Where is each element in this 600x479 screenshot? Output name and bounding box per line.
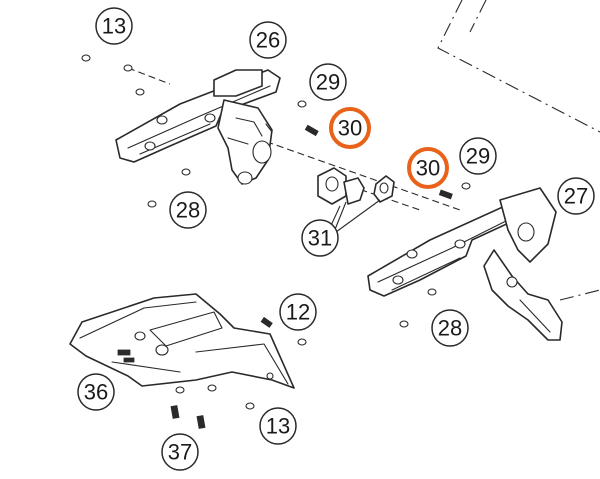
- spring-icon: [170, 124, 453, 429]
- pivot-parts: [317, 167, 395, 205]
- callout-26: 26: [249, 21, 287, 59]
- svg-text:13: 13: [266, 414, 290, 439]
- callout-30-left: 30: [329, 107, 371, 149]
- svg-text:36: 36: [84, 380, 108, 405]
- callout-27: 27: [557, 177, 595, 215]
- callout-28-right: 28: [431, 309, 469, 347]
- svg-text:13: 13: [102, 14, 126, 39]
- callout-13-top: 13: [95, 7, 133, 45]
- svg-text:37: 37: [168, 440, 192, 465]
- svg-text:30: 30: [416, 156, 440, 181]
- footrest-bracket-right: [367, 187, 563, 341]
- svg-text:29: 29: [316, 70, 340, 95]
- callout-30-right: 30: [407, 147, 449, 189]
- footrest-bracket-left: [115, 69, 281, 185]
- svg-text:29: 29: [466, 144, 490, 169]
- svg-text:28: 28: [438, 316, 462, 341]
- leader-lines: [327, 199, 381, 233]
- svg-text:30: 30: [338, 116, 362, 141]
- svg-text:28: 28: [176, 198, 200, 223]
- callout-28-left: 28: [169, 191, 207, 229]
- svg-text:31: 31: [308, 226, 332, 251]
- callout-13-bottom: 13: [259, 407, 297, 445]
- svg-text:27: 27: [564, 184, 588, 209]
- svg-text:12: 12: [286, 300, 310, 325]
- callout-12: 12: [279, 293, 317, 331]
- screw-icon: [81, 54, 471, 410]
- callout-31: 31: [301, 219, 339, 257]
- svg-text:26: 26: [256, 28, 280, 53]
- callout-37: 37: [161, 433, 199, 471]
- callout-29-left: 29: [309, 63, 347, 101]
- callout-29-right: 29: [459, 137, 497, 175]
- callouts: 13 26 29 30 30 29 27 28: [77, 7, 595, 471]
- hardware: [81, 54, 471, 429]
- callout-36: 36: [77, 373, 115, 411]
- frame-outline: [437, 0, 600, 301]
- protective-cover: [69, 293, 295, 389]
